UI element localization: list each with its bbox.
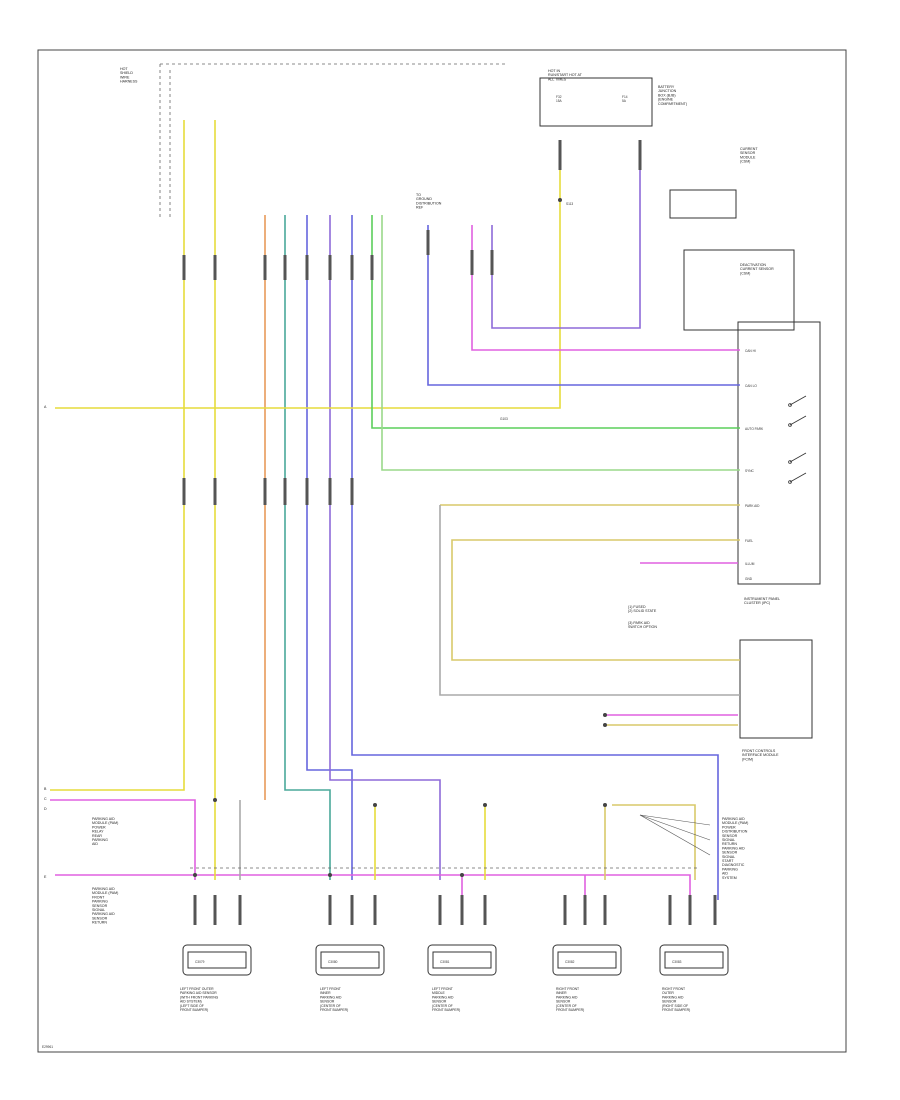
wire-pink-module <box>471 225 740 351</box>
sensor-pins <box>193 895 717 925</box>
fcim-box <box>739 639 813 739</box>
module-row: ILLUM <box>745 562 755 566</box>
figure-id: E29961 <box>42 1045 53 1049</box>
module-sub: (1) FUSED(2) SOLID STATE <box>628 605 657 613</box>
module-row: SYNC <box>745 469 755 473</box>
wire-yellow-1 <box>50 120 185 791</box>
sensor-housings <box>182 944 729 976</box>
wire-pink-bus <box>55 874 691 900</box>
instrument-cluster-box <box>737 321 821 585</box>
diagram-frame <box>37 49 847 1053</box>
left-mark-c: C <box>44 797 47 801</box>
sensor-connector-id: C3080 <box>328 960 338 964</box>
ground-bar-label: G103 <box>500 417 508 421</box>
wire-violet-fuse <box>491 140 641 329</box>
wire-grey <box>439 505 740 696</box>
battery-junction-box <box>539 77 653 127</box>
deactivation-current-sensor-box <box>683 249 795 331</box>
left-mark-b: B <box>44 787 47 791</box>
left-mark-e: E <box>44 875 47 879</box>
splice-dots <box>193 198 607 877</box>
wire-blue-2 <box>351 215 719 900</box>
wire-power-yellow <box>55 140 561 409</box>
module-row: AUTO PARK <box>745 427 764 431</box>
splice-label: S113 <box>566 202 573 206</box>
left-mark-a: A <box>44 405 47 409</box>
module-switches <box>788 395 807 484</box>
wire-green-1 <box>371 215 740 429</box>
wire-green-2 <box>381 215 740 471</box>
left-mark-d: D <box>44 807 47 811</box>
module-row: GND <box>745 577 753 581</box>
wire-violet <box>329 215 441 880</box>
sensor-connector-id: C3083 <box>672 960 682 964</box>
sensor-connector-id: C3079 <box>195 960 205 964</box>
module-rows: CAN HI CAN LO AUTO PARK SYNC PARK AID FU… <box>745 349 764 581</box>
current-sensor-module-box <box>669 189 737 219</box>
sensor-connector-id: C3081 <box>440 960 450 964</box>
wire-tan-s6 <box>612 804 696 880</box>
leader-lines <box>639 814 711 856</box>
module-row: FUEL <box>745 539 753 543</box>
wire-tan-loop <box>451 539 740 661</box>
module-row: PARK AID <box>745 504 760 508</box>
wire-pink-left <box>50 799 196 880</box>
wire-blue-module <box>427 225 740 386</box>
module-row: CAN HI <box>745 349 756 353</box>
module-row: CAN LO <box>745 384 757 388</box>
sensor-connector-id: C3082 <box>565 960 575 964</box>
connector-pins <box>182 140 642 505</box>
